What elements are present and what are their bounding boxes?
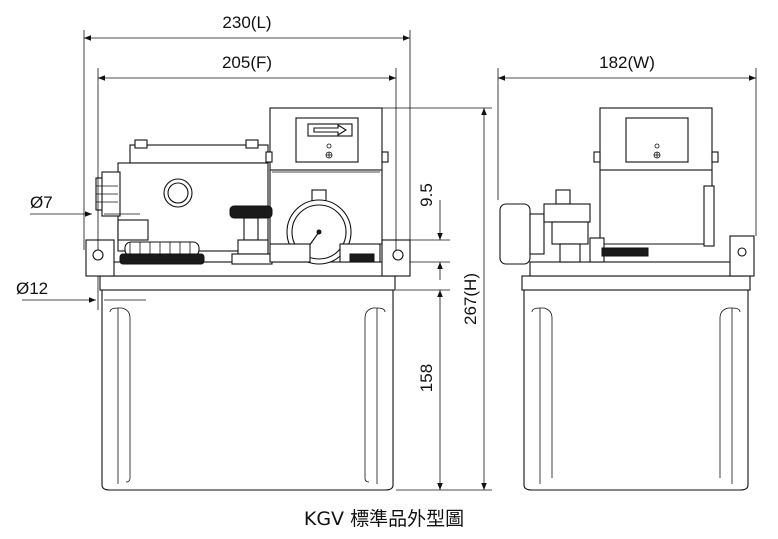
side-view [499, 107, 755, 491]
side-motor-unit [593, 107, 719, 247]
front-terminal-box [95, 139, 269, 252]
front-fittings [269, 243, 381, 263]
dim-width: 182(W) [599, 53, 655, 72]
front-valve-handle [229, 205, 273, 265]
dim-flange-length: 205(F) [222, 53, 272, 72]
dimension-lines [22, 30, 757, 491]
dim-hole-small: Ø7 [30, 193, 53, 212]
side-base-plate [529, 235, 755, 277]
side-valve-block [543, 189, 649, 263]
dim-overall-length: 230(L) [222, 13, 271, 32]
dim-hole-large: Ø12 [16, 279, 48, 298]
front-view [85, 107, 411, 491]
dim-height: 267(H) [461, 273, 480, 325]
drawing-caption: KGV 標準品外型圖 [304, 508, 464, 530]
front-motor-unit [265, 107, 389, 245]
front-base-plate [85, 239, 411, 277]
dim-offset: 9.5 [417, 183, 436, 207]
side-gauge [499, 203, 545, 265]
front-tank [99, 275, 396, 491]
dim-tank-height: 158 [417, 364, 436, 392]
side-tank [521, 275, 751, 491]
front-filler-cap [119, 241, 205, 265]
